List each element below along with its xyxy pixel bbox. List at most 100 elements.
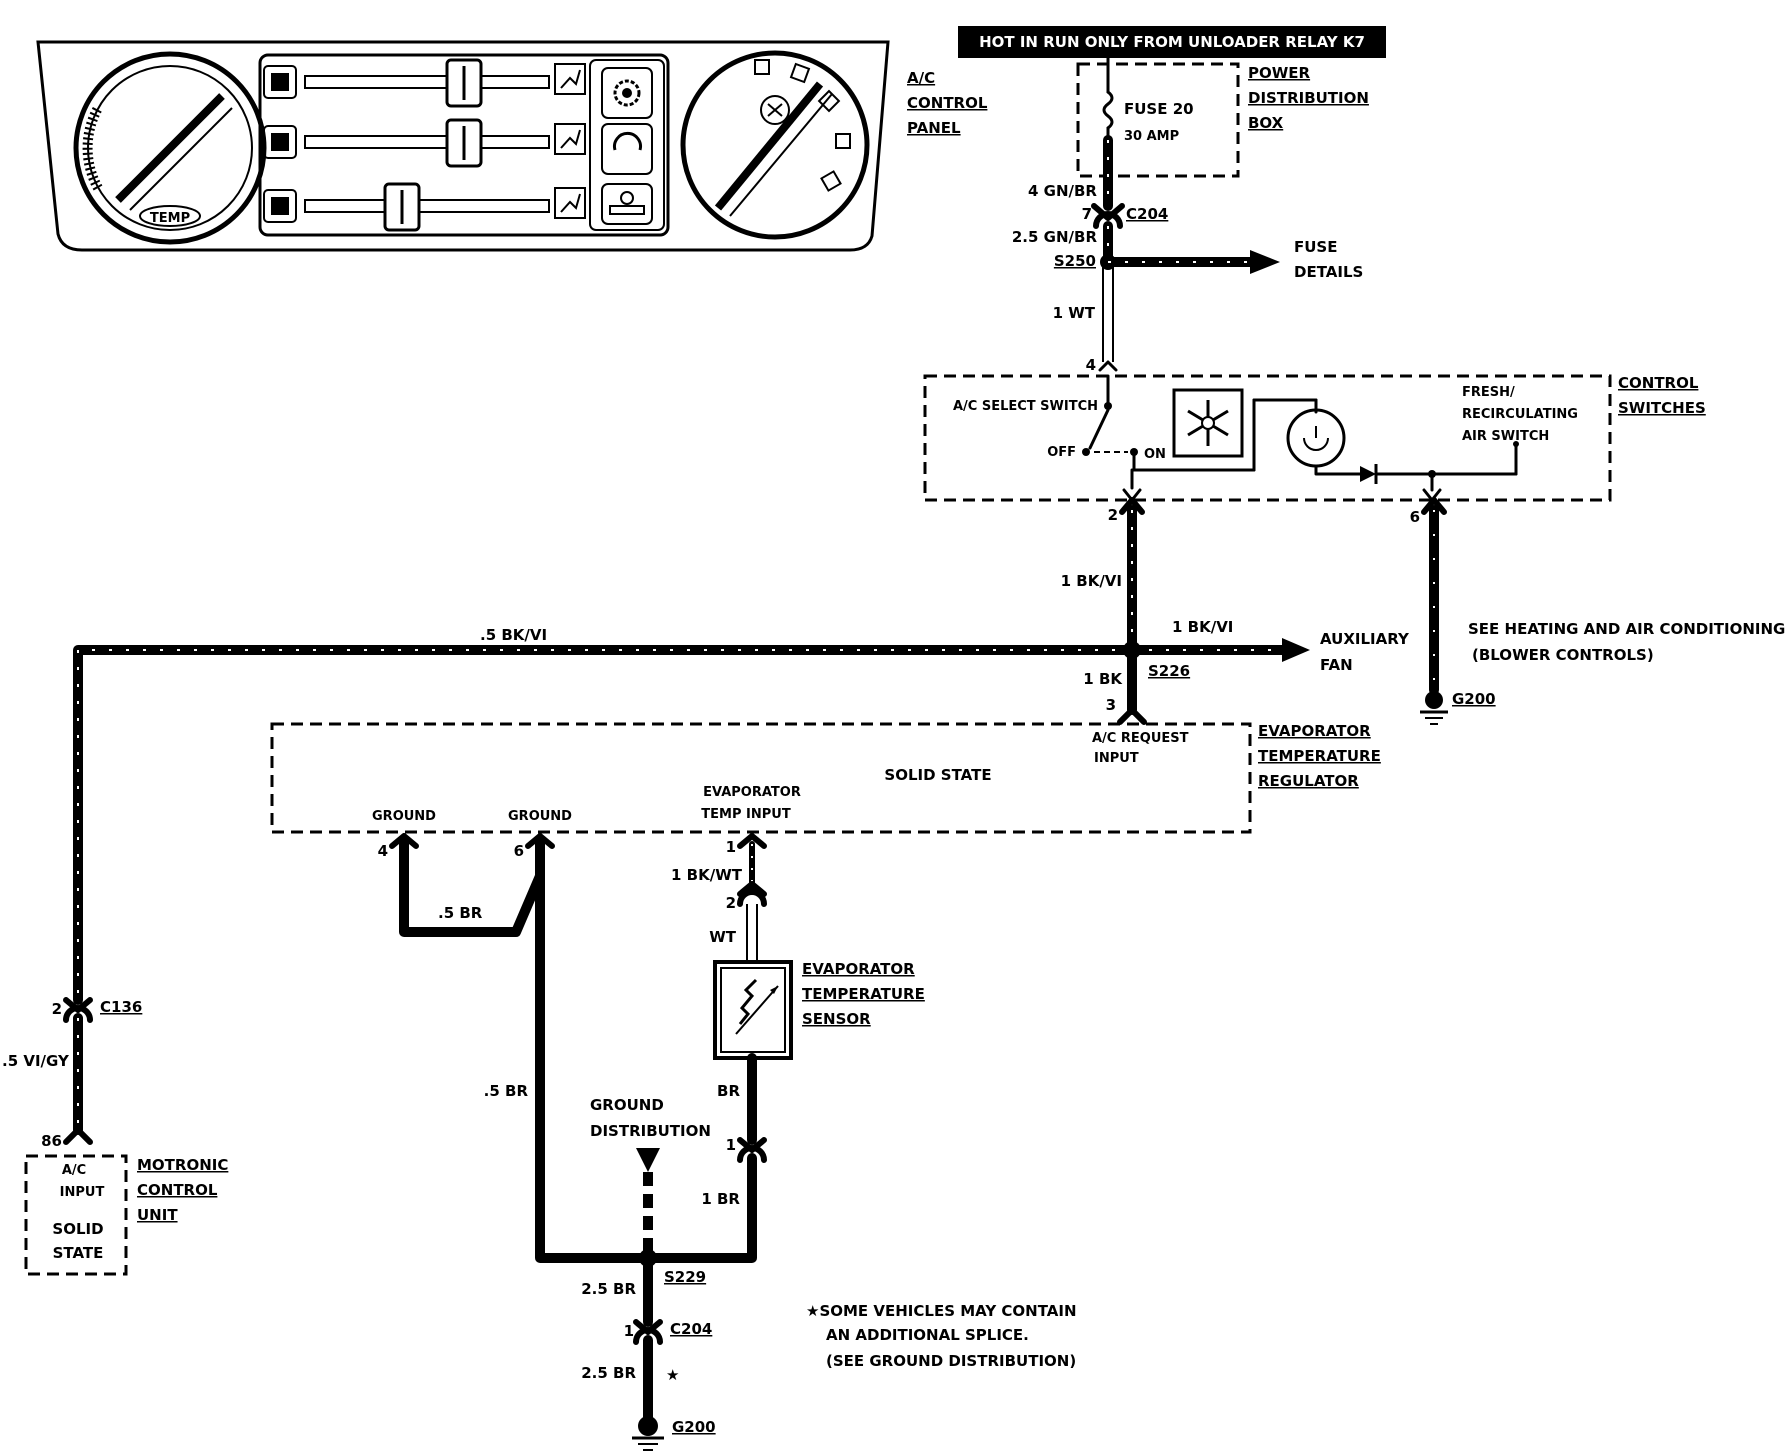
fuse-rating: 30 AMP [1124, 129, 1179, 144]
wire-label-1bk: 1 BK [1083, 670, 1123, 688]
motronic-state-line2: STATE [53, 1244, 104, 1262]
splice-s229-label: S229 [664, 1268, 706, 1286]
header-banner: HOT IN RUN ONLY FROM UNLOADER RELAY K7 [979, 33, 1365, 51]
motronic-label-line3: UNIT [137, 1206, 178, 1224]
temp-knob: TEMP [73, 51, 267, 245]
regulator-ground-b: GROUND [508, 809, 572, 824]
pin-4-top: 4 [1086, 356, 1096, 374]
evap-regulator-solid-state: SOLID STATE [884, 766, 991, 784]
switch-off-label: OFF [1047, 445, 1076, 460]
wire-1wt [1098, 262, 1118, 372]
connector-c204-bottom-label: C204 [670, 1320, 712, 1338]
pin-6-top: 6 [1410, 508, 1420, 526]
ground-distribution-wire [636, 1148, 660, 1258]
fuse-details-wire [1103, 250, 1280, 274]
pin-1-sensor: 1 [726, 1136, 736, 1154]
control-switches-box [923, 374, 1612, 502]
motronic-label-line1: MOTRONIC [137, 1156, 228, 1174]
wire-label-5vigy: .5 VI/GY [2, 1052, 70, 1070]
evap-sensor-line3: SENSOR [802, 1010, 871, 1028]
wire-25br-b [632, 1335, 664, 1451]
evap-sensor-line2: TEMPERATURE [802, 985, 925, 1003]
connector-c204-top [1091, 203, 1125, 229]
wire-wt [746, 904, 758, 962]
fresh-recirc-line1: FRESH/ [1462, 385, 1515, 400]
pin-1-regulator: 1 [726, 838, 736, 856]
snowflake-icon [1172, 388, 1244, 458]
pin-2-c136: 2 [52, 1000, 62, 1018]
auxiliary-fan-line2: FAN [1320, 656, 1353, 674]
control-switches-line2: SWITCHES [1618, 399, 1706, 417]
motronic-unit-box [24, 1154, 128, 1276]
ac-request-input-line1: A/C REQUEST [1092, 731, 1189, 746]
evap-sensor-line1: EVAPORATOR [802, 960, 915, 978]
wire-1bkvi-down [1119, 497, 1145, 655]
wire-label-br: BR [717, 1082, 740, 1100]
ac-control-panel-label: A/C CONTROL PANEL [907, 69, 988, 137]
connector-c136 [63, 997, 93, 1145]
pin-4-regulator: 4 [378, 842, 388, 860]
ac-request-input-line2: INPUT [1094, 751, 1139, 766]
switch-on-label: ON [1144, 447, 1166, 462]
evap-temp-input-line2: TEMP INPUT [701, 807, 791, 822]
footnote-line1: ★SOME VEHICLES MAY CONTAIN [806, 1302, 1077, 1320]
evap-regulator-line1: EVAPORATOR [1258, 722, 1371, 740]
fuse-details-line1: FUSE [1294, 238, 1337, 256]
wire-label-1bkvi-b: 1 BK/VI [1172, 618, 1233, 636]
wire-label-5br-a: .5 BR [438, 904, 483, 922]
fan-knob [680, 50, 870, 240]
footnote-line2: AN ADDITIONAL SPLICE. [826, 1326, 1029, 1344]
see-heating-line1: SEE HEATING AND AIR CONDITIONING [1468, 620, 1785, 638]
evap-regulator-box [270, 722, 1252, 834]
ac-select-switch [1082, 374, 1256, 502]
motronic-input-line2: INPUT [60, 1185, 105, 1200]
motronic-label-line2: CONTROL [137, 1181, 218, 1199]
pin-3: 3 [1106, 696, 1116, 714]
footnote-line3: (SEE GROUND DISTRIBUTION) [826, 1352, 1076, 1370]
wire-label-1wt: 1 WT [1053, 304, 1096, 322]
wire-label-1bkwt: 1 BK/WT [671, 866, 743, 884]
splice-s250-label: S250 [1054, 252, 1096, 270]
ground-g200-bottom-label: G200 [672, 1418, 716, 1436]
motronic-input-line1: A/C [62, 1163, 86, 1178]
ground-distribution-line1: GROUND [590, 1096, 664, 1114]
ac-control-panel-label-line2: CONTROL [907, 94, 988, 112]
connector-c204-top-label: C204 [1126, 205, 1168, 223]
connector-c136-label: C136 [100, 998, 142, 1016]
regulator-ground-a: GROUND [372, 809, 436, 824]
pin-7: 7 [1082, 205, 1092, 223]
wire-to-g200-right [1420, 497, 1448, 725]
wire-label-5br-b: .5 BR [484, 1082, 529, 1100]
evap-temp-sensor [713, 960, 793, 1060]
fuse-details-line2: DETAILS [1294, 263, 1363, 281]
wire-label-wt: WT [709, 928, 737, 946]
wire-25br-a [633, 1253, 663, 1345]
ground-g200-right-label: G200 [1452, 690, 1496, 708]
wire-label-5bkvi: .5 BK/VI [480, 626, 547, 644]
pin-2-sensor: 2 [726, 894, 736, 912]
power-distribution-box-line2: DISTRIBUTION [1248, 89, 1369, 107]
wire-label-25gnbr: 2.5 GN/BR [1012, 228, 1098, 246]
wire-5bkvi-horizontal [73, 645, 1137, 1005]
slider-block [258, 53, 670, 237]
evap-regulator-line2: TEMPERATURE [1258, 747, 1381, 765]
wire-label-4gnbr: 4 GN/BR [1028, 182, 1097, 200]
wire-label-25br-a: 2.5 BR [581, 1280, 636, 1298]
power-distribution-box-line1: POWER [1248, 64, 1311, 82]
motronic-state-line1: SOLID [52, 1220, 103, 1238]
ac-select-switch-label: A/C SELECT SWITCH [953, 399, 1098, 414]
evap-regulator-line3: REGULATOR [1258, 772, 1359, 790]
wire-1bkwt [737, 833, 767, 907]
control-switches-line1: CONTROL [1618, 374, 1699, 392]
ac-control-panel-label-line3: PANEL [907, 119, 961, 137]
wire-auxiliary-fan [1127, 638, 1310, 662]
recirc-indicator-lamp-icon [1252, 398, 1519, 502]
wire-label-1br: 1 BR [701, 1190, 740, 1208]
ac-control-panel-illustration: TEMP [36, 40, 890, 252]
pin-2-top: 2 [1108, 506, 1118, 524]
pin-1-c204: 1 [624, 1322, 634, 1340]
see-heating-line2: (BLOWER CONTROLS) [1472, 646, 1654, 664]
wire-label-25br-b: 2.5 BR [581, 1364, 636, 1382]
ground-distribution-line2: DISTRIBUTION [590, 1122, 711, 1140]
